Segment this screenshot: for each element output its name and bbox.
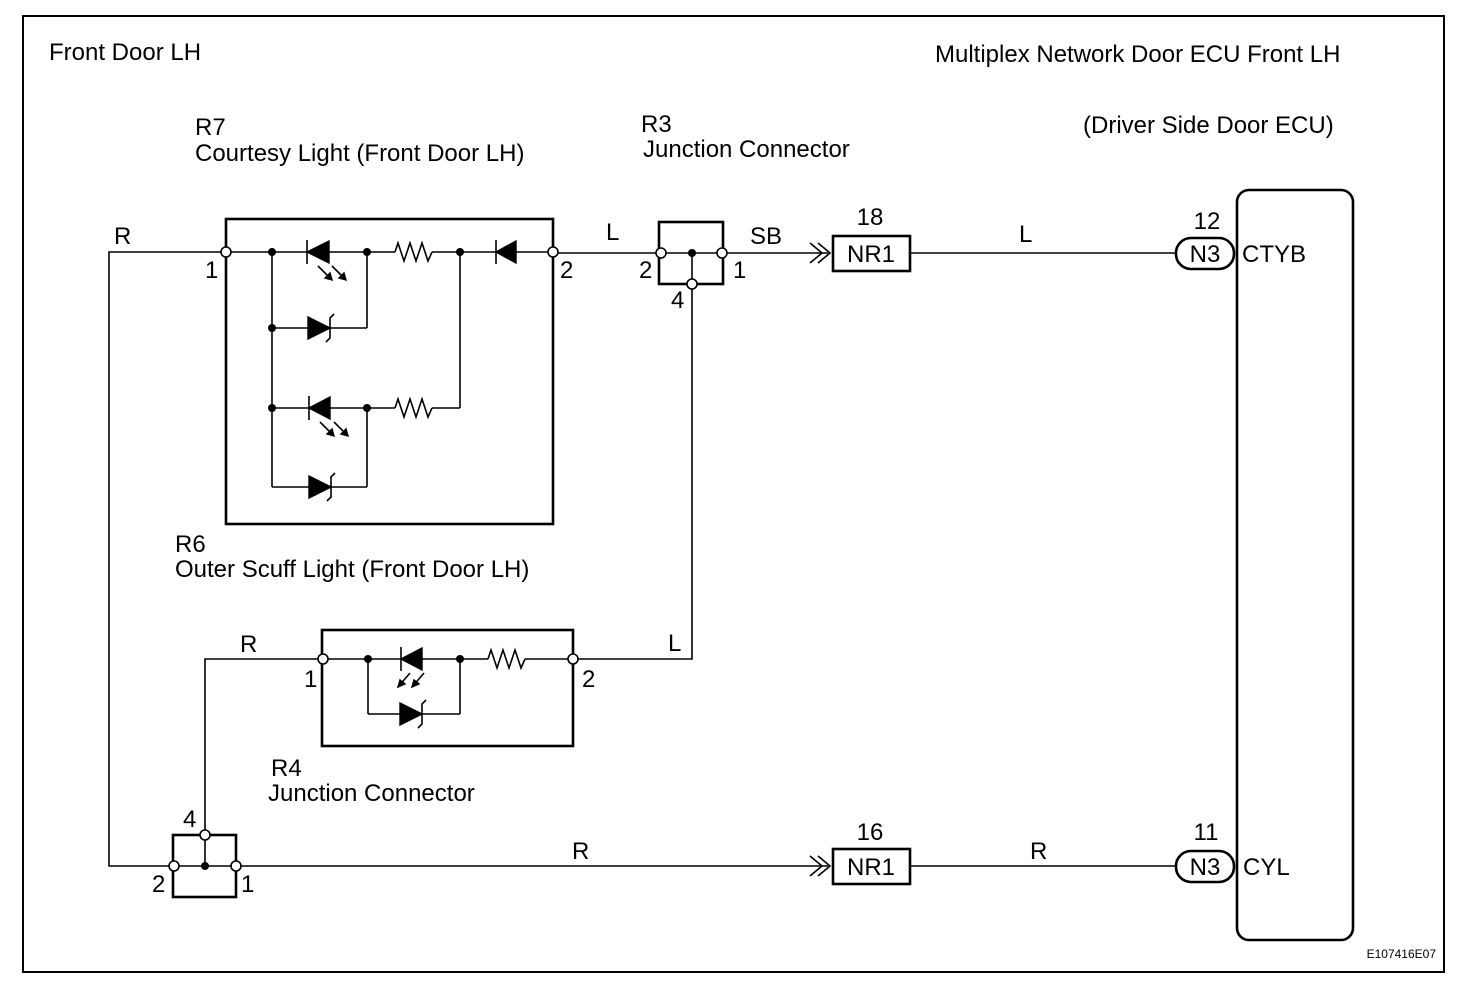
r6-code: R6 [175,531,206,558]
connector-arrow-top [809,242,824,264]
r6-box [320,628,575,748]
r7-pin-1 [220,246,232,258]
ecu-connector-n3-bottom-label: N3 [1190,854,1221,881]
r6-pin-2 [567,653,579,665]
r4-pin-1 [230,860,242,872]
ecu-terminal-cyl: CYL [1243,854,1290,881]
r3-pin-2 [655,247,667,259]
r6-pin-1-label: 1 [304,666,317,693]
section-label-ecu: Multiplex Network Door ECU Front LH [935,41,1340,68]
ecu-body [1235,188,1355,942]
ecu-subtitle: (Driver Side Door ECU) [1083,112,1334,139]
r3-pin-4-label: 4 [671,287,684,314]
ecu-connector-n3-top [1174,236,1236,271]
figure-code: E107416E07 [1367,947,1437,961]
wire-r6-to-r4 [204,658,318,830]
r3-pin-1 [716,247,728,259]
splice-nr1-top-pin: 18 [857,204,884,231]
r7-pin-2-label: 2 [560,257,573,284]
ecu-terminal-ctyb: CTYB [1242,241,1306,268]
r3-pin-1-label: 1 [733,257,746,284]
r4-pin-4 [199,829,211,841]
r4-pin-2 [168,860,180,872]
r4-name: Junction Connector [268,780,475,807]
r3-pin-4 [686,278,698,290]
r3-pin-2-label: 2 [639,257,652,284]
ecu-pin-12-label: 12 [1194,208,1221,235]
ecu-pin-11-label: 11 [1194,819,1219,846]
wire-color-r3-to-nr1: SB [750,223,782,250]
ecu-connector-n3-top-label: N3 [1190,241,1221,268]
wire-r7-left [108,251,221,867]
r6-pin-1 [317,653,329,665]
r3-name: Junction Connector [643,136,850,163]
splice-nr1-bottom-label: NR1 [847,854,895,881]
r6-internal-circuit [328,646,568,729]
r7-code: R7 [195,114,226,141]
r4-pin-2-label: 2 [152,871,165,898]
diagram-frame [22,15,1445,973]
wire-color-r7-left: R [114,223,131,250]
wire-color-r4-to-nr1: R [572,838,589,865]
r3-code: R3 [641,111,672,138]
wire-r3-to-r6 [578,289,693,660]
wire-color-nr1-to-ecu-top: L [1019,221,1032,248]
ecu-connector-n3-bottom [1174,849,1236,884]
r4-code: R4 [271,755,302,782]
r6-name: Outer Scuff Light (Front Door LH) [175,556,529,583]
r4-pin-1-label: 1 [241,871,254,898]
r7-box [224,217,555,526]
connector-arrow-bottom [809,855,824,877]
r7-pin-2 [547,246,559,258]
wire-color-r6-left: R [240,631,257,658]
wire-color-nr1-to-ecu-bottom: R [1030,838,1047,865]
r4-pin-4-label: 4 [183,806,196,833]
r6-pin-2-label: 2 [582,666,595,693]
splice-nr1-top-label: NR1 [847,241,895,268]
splice-nr1-bottom-pin: 16 [857,819,884,846]
r7-internal-circuit [231,239,548,502]
wire-color-r7-to-r3: L [606,219,619,246]
wire-color-r6-right: L [668,630,681,657]
r7-pin-1-label: 1 [205,257,218,284]
section-label-front-door: Front Door LH [49,39,201,66]
r7-name: Courtesy Light (Front Door LH) [195,140,524,167]
